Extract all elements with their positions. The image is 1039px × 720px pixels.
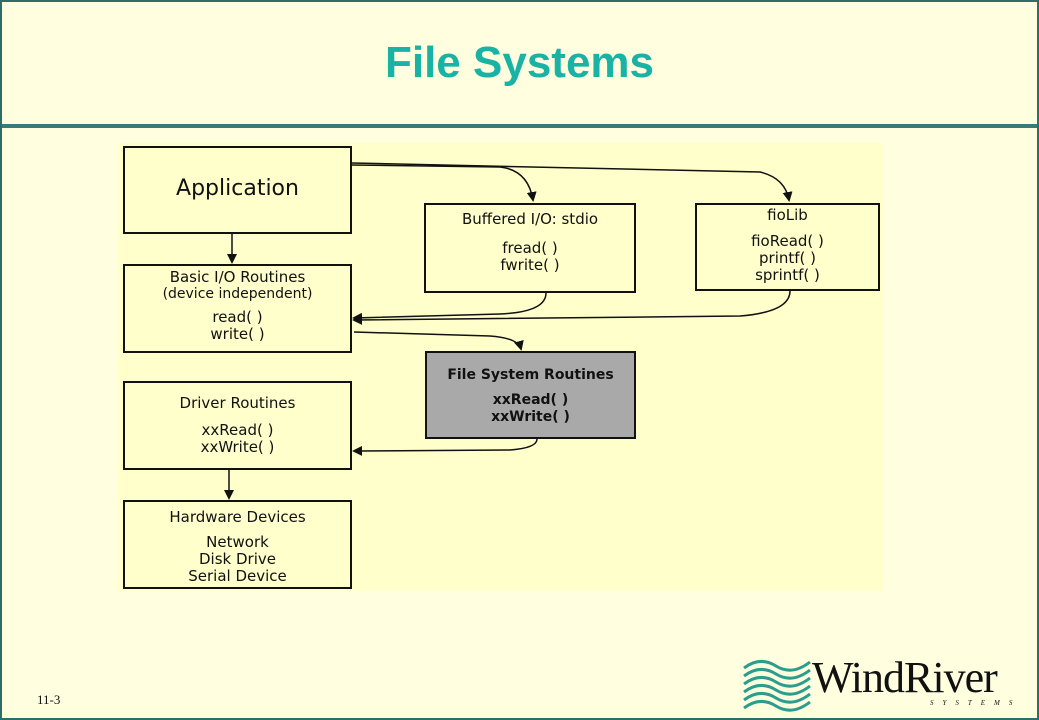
file-system-box: File System Routines xxRead( ) xxWrite( … bbox=[425, 351, 636, 439]
fiolib-header: fioLib bbox=[767, 206, 808, 224]
windriver-waves-icon bbox=[743, 660, 811, 712]
basic-io-line: read( ) bbox=[212, 308, 263, 326]
page-number: 11-3 bbox=[37, 692, 61, 707]
arrow-app-to-fiolib bbox=[351, 162, 793, 202]
buffered-io-line: fread( ) bbox=[502, 239, 558, 257]
arrow-fiolib-to-basic-io bbox=[352, 290, 791, 325]
hardware-box: Hardware Devices Network Disk Drive Seri… bbox=[123, 500, 352, 589]
fiolib-line: sprintf( ) bbox=[755, 266, 820, 284]
fiolib-line: fioRead( ) bbox=[751, 232, 824, 250]
driver-box: Driver Routines xxRead( ) xxWrite( ) bbox=[123, 381, 352, 470]
hardware-header: Hardware Devices bbox=[169, 508, 306, 526]
basic-io-header: Basic I/O Routines bbox=[169, 268, 306, 286]
driver-line: xxWrite( ) bbox=[200, 438, 275, 456]
basic-io-line: write( ) bbox=[210, 325, 265, 343]
slide-title: File Systems bbox=[384, 38, 655, 87]
file-system-line: xxRead( ) bbox=[492, 392, 569, 408]
file-system-line: xxWrite( ) bbox=[491, 409, 570, 425]
logo-subtext: SYSTEMS bbox=[930, 699, 1022, 707]
basic-io-subheader: (device independent) bbox=[162, 286, 313, 302]
hardware-line: Disk Drive bbox=[199, 550, 276, 568]
buffered-io-line: fwrite( ) bbox=[500, 256, 560, 274]
hardware-line: Serial Device bbox=[188, 567, 287, 585]
application-label: Application bbox=[176, 176, 299, 201]
windriver-logo: WindRiver SYSTEMS bbox=[742, 654, 1032, 714]
basic-io-box: Basic I/O Routines (device independent) … bbox=[123, 264, 352, 353]
title-bar bbox=[2, 2, 1037, 128]
arrow-buffered-io-to-basic-io bbox=[352, 292, 547, 323]
buffered-io-box: Buffered I/O: stdio fread( ) fwrite( ) bbox=[424, 203, 636, 293]
file-system-header: File System Routines bbox=[447, 367, 614, 383]
arrow-basic-io-to-file-system bbox=[353, 331, 524, 351]
logo-wordmark: WindRiver bbox=[812, 653, 998, 702]
driver-header: Driver Routines bbox=[179, 394, 296, 412]
fiolib-box: fioLib fioRead( ) printf( ) sprintf( ) bbox=[695, 203, 880, 291]
application-box: Application bbox=[123, 146, 352, 234]
hardware-line: Network bbox=[206, 533, 269, 551]
buffered-io-header: Buffered I/O: stdio bbox=[461, 210, 599, 228]
arrow-file-system-to-driver bbox=[352, 438, 538, 456]
arrow-app-to-buffered-io bbox=[351, 164, 537, 202]
driver-line: xxRead( ) bbox=[201, 421, 274, 439]
fiolib-line: printf( ) bbox=[759, 249, 816, 267]
